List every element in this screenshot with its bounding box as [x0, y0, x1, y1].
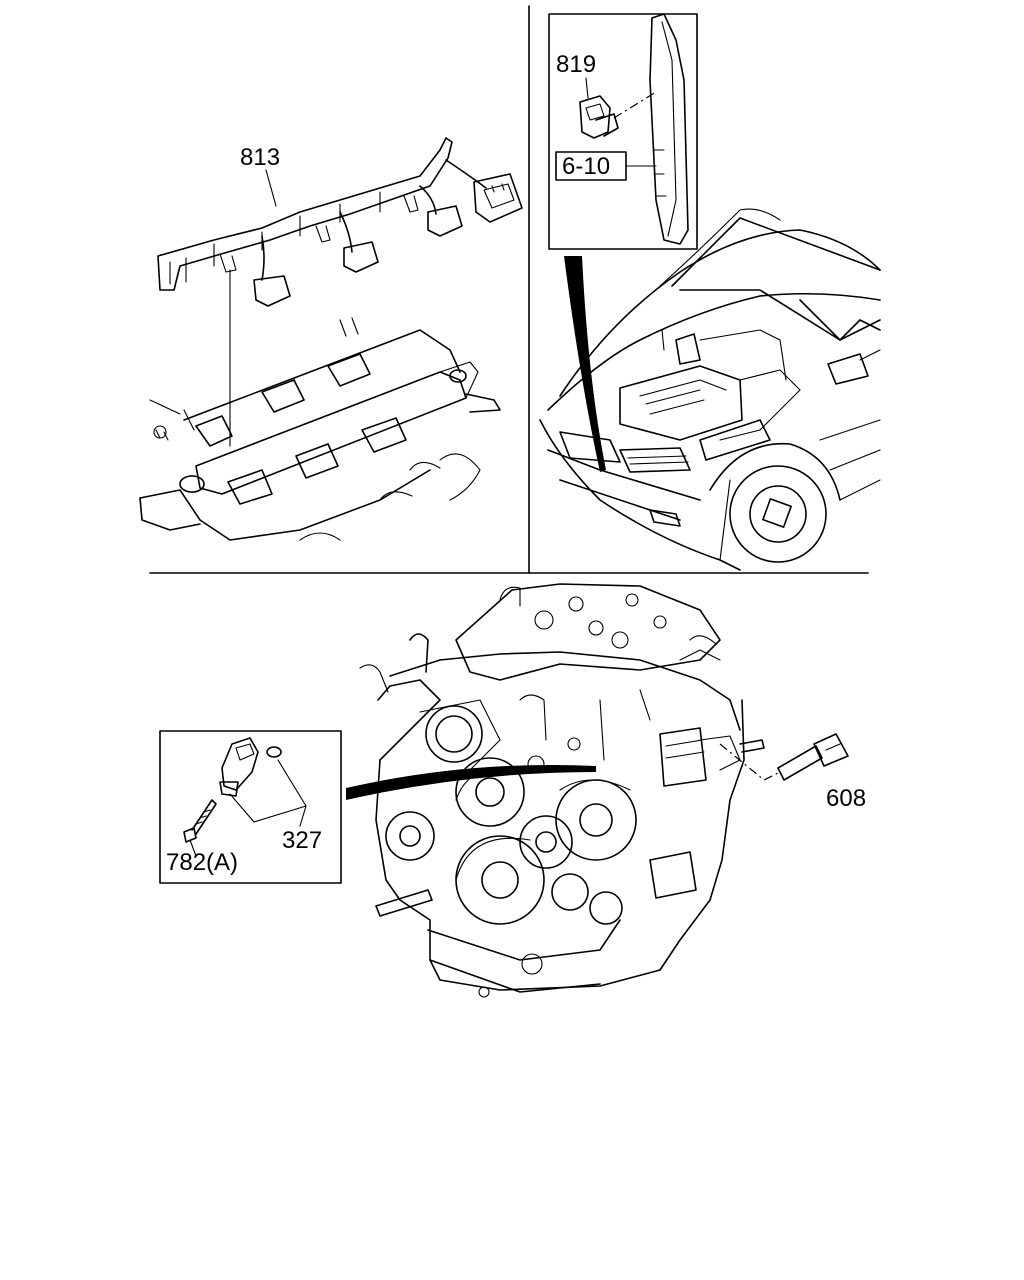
callout-813: 813: [240, 144, 280, 171]
callout-327: 327: [282, 827, 322, 854]
sensor-608-illustration: [719, 733, 849, 781]
inset-box-819: [548, 13, 698, 250]
ref-label-6-10: 6-10: [562, 153, 610, 180]
ref-box-6-10: [555, 151, 657, 181]
wiring-harness-illustration: [157, 137, 523, 447]
engine-illustration: [359, 583, 765, 998]
panel-dividers: [149, 5, 869, 574]
callout-819: 819: [556, 51, 596, 78]
callout-782a: 782(A): [166, 849, 238, 876]
pointer-arrow-bottom: [346, 764, 596, 800]
inset-box-327: [159, 730, 342, 884]
intake-manifold-illustration: [139, 317, 501, 541]
callout-608: 608: [826, 785, 866, 812]
pointer-arrow-top: [564, 256, 606, 472]
vehicle-front-illustration: [539, 208, 881, 571]
